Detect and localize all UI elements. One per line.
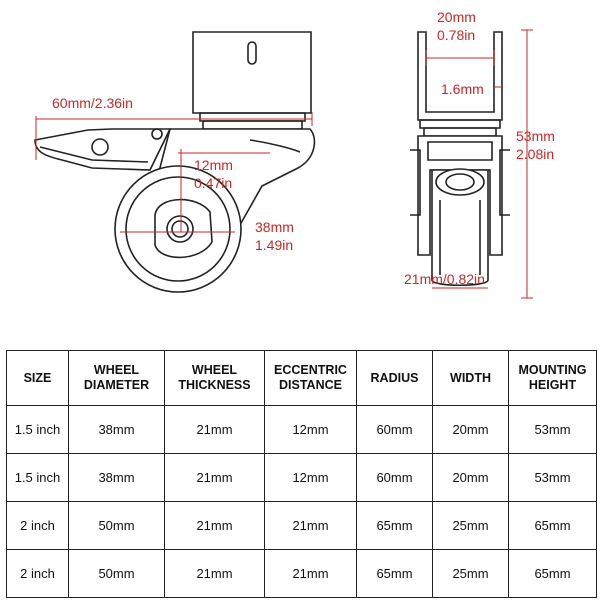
swivel-bearing (199, 112, 306, 122)
radius-label: 60mm/2.36in (52, 95, 133, 111)
table-row: 1.5 inch 38mm 21mm 12mm 60mm 20mm 53mm (6, 405, 597, 454)
table-row: 1.5 inch 38mm 21mm 12mm 60mm 20mm 53mm (6, 453, 597, 502)
header-width: WIDTH (432, 350, 509, 406)
cell-radius: 65mm (356, 501, 433, 550)
cell-eccentric-distance: 21mm (264, 549, 357, 598)
cell-eccentric-distance: 12mm (264, 405, 357, 454)
table-row: 2 inch 50mm 21mm 21mm 65mm 25mm 65mm (6, 501, 597, 550)
caster-side-view (34, 31, 316, 293)
caster-front-view (410, 31, 510, 286)
side-dimension-lines (35, 112, 313, 233)
header-radius: RADIUS (356, 350, 433, 406)
cell-radius: 60mm (356, 453, 433, 502)
brake-lever (34, 128, 172, 171)
cell-size: 1.5 inch (6, 405, 69, 454)
height-mm-label: 53mm (516, 128, 555, 144)
width-in-label: 0.78in (437, 27, 475, 43)
cell-mounting-height: 65mm (508, 501, 597, 550)
cell-eccentric-distance: 21mm (264, 501, 357, 550)
cell-mounting-height: 53mm (508, 453, 597, 502)
brake-pivot (91, 138, 109, 156)
cell-wheel-diameter: 38mm (68, 405, 165, 454)
axle (166, 215, 194, 243)
front-hub (435, 168, 485, 196)
caster-diagram: 60mm/2.36in 12mm 0.47in 38mm 1.49in 20mm… (34, 9, 555, 299)
cell-width: 25mm (432, 501, 509, 550)
plate-thickness-label: 1.6mm (441, 81, 484, 97)
wheel (114, 165, 242, 293)
cell-wheel-thickness: 21mm (164, 549, 265, 598)
eccentric-mm-label: 12mm (194, 157, 233, 173)
cell-size: 2 inch (6, 501, 69, 550)
front-dimension-lines (425, 29, 533, 299)
cell-radius: 65mm (356, 549, 433, 598)
front-wheel (431, 169, 489, 286)
wheel-diameter-mm-label: 38mm (255, 219, 294, 235)
wheel-diameter-in-label: 1.49in (255, 237, 293, 253)
mounting-slot (247, 41, 257, 65)
table-row: 2 inch 50mm 21mm 21mm 65mm 25mm 65mm (6, 549, 597, 598)
mounting-plate (192, 31, 312, 114)
height-in-label: 2.08in (516, 146, 554, 162)
wheel-thickness-label: 21mm/0.82in (404, 271, 485, 287)
cell-width: 25mm (432, 549, 509, 598)
hub (154, 198, 213, 259)
cell-wheel-diameter: 50mm (68, 549, 165, 598)
cell-wheel-thickness: 21mm (164, 501, 265, 550)
cell-wheel-thickness: 21mm (164, 453, 265, 502)
width-mm-label: 20mm (437, 9, 476, 25)
cell-wheel-diameter: 38mm (68, 453, 165, 502)
cell-eccentric-distance: 12mm (264, 453, 357, 502)
eccentric-in-label: 0.47in (194, 175, 232, 191)
front-fork (417, 135, 503, 256)
cell-radius: 60mm (356, 405, 433, 454)
cell-width: 20mm (432, 453, 509, 502)
cell-mounting-height: 65mm (508, 549, 597, 598)
header-size: SIZE (6, 350, 69, 406)
cell-wheel-diameter: 50mm (68, 501, 165, 550)
cell-width: 20mm (432, 405, 509, 454)
cell-size: 1.5 inch (6, 453, 69, 502)
cell-size: 2 inch (6, 549, 69, 598)
cell-wheel-thickness: 21mm (164, 405, 265, 454)
front-plate (417, 31, 503, 121)
cell-mounting-height: 53mm (508, 405, 597, 454)
